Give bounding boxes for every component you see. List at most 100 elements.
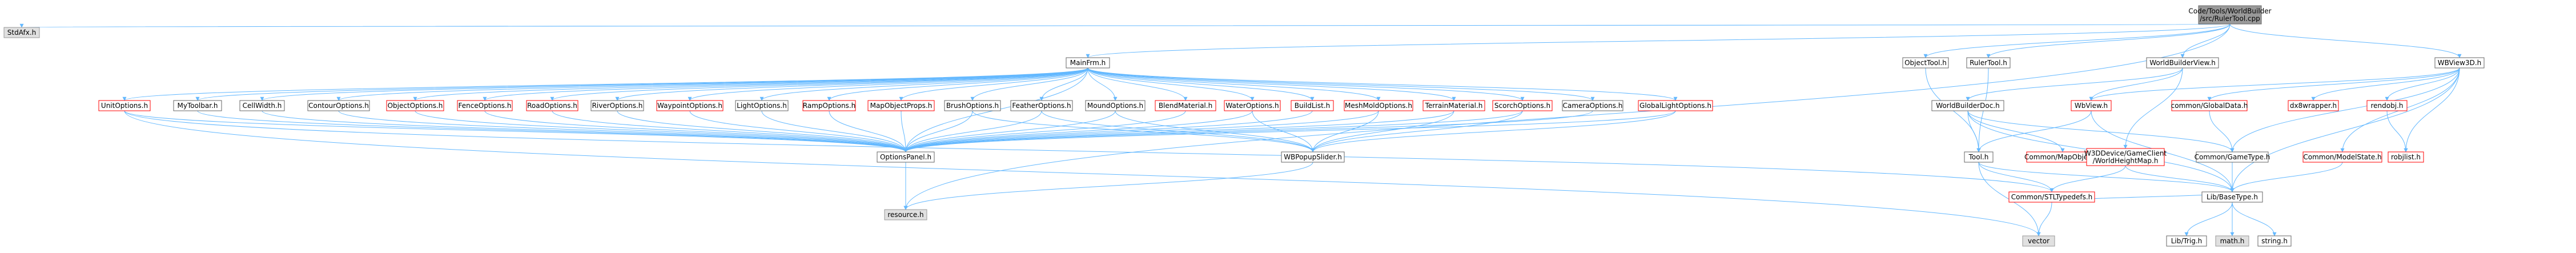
- node-libtrig[interactable]: Lib/Trig.h: [2166, 235, 2207, 247]
- include-edge-terrainmaterial-to-wbpopupslider: [1311, 110, 1454, 152]
- node-unitoptions[interactable]: UnitOptions.h: [98, 100, 151, 111]
- node-globallightoptions[interactable]: GlobalLightOptions.h: [1638, 100, 1713, 111]
- node-cameraoptions[interactable]: CameraOptions.h: [1562, 100, 1623, 111]
- node-label-root: Code/Tools/WorldBuilder/src/RulerTool.cp…: [2188, 7, 2271, 23]
- include-edge-mainfrm-to-globallightoptions: [1087, 67, 1678, 101]
- include-edge-roadoptions-to-optionspanel: [552, 110, 908, 152]
- node-label-worldbuilderview: WorldBuilderView.h: [2149, 59, 2216, 67]
- node-box-objectoptions: [386, 100, 444, 111]
- node-vector[interactable]: vector: [2022, 235, 2055, 247]
- node-box-blendmaterial: [1155, 100, 1216, 111]
- node-mainfrm[interactable]: MainFrm.h: [1066, 57, 1110, 69]
- node-box-unitoptions: [98, 100, 151, 111]
- include-edge-fenceoptions-to-optionspanel: [484, 110, 908, 152]
- node-stltypedefs[interactable]: Common/STLTypedefs.h: [2008, 191, 2095, 203]
- node-wbview3d[interactable]: WBView3D.h: [2434, 57, 2485, 69]
- include-edge-wateroptions-to-optionspanel: [903, 110, 1253, 152]
- include-edge-riveroptions-to-optionspanel: [617, 110, 908, 152]
- include-edge-stltypedefs-to-vector: [2036, 202, 2052, 236]
- include-edge-mainfrm-to-terrainmaterial: [1087, 67, 1456, 101]
- node-riveroptions[interactable]: RiverOptions.h: [590, 100, 644, 111]
- node-worldbuilderdoc[interactable]: WorldBuilderDoc.h: [1931, 100, 2004, 111]
- node-mytoolbar[interactable]: MyToolbar.h: [173, 100, 222, 111]
- node-box-wbview: [2071, 100, 2112, 111]
- include-edge-mainfrm-to-mapobjectprops: [899, 67, 1088, 101]
- node-commonglobaldata[interactable]: common/GlobalData.h: [2171, 100, 2248, 111]
- node-commongametype[interactable]: Common/GameType.h: [2195, 151, 2270, 163]
- node-label-rampoptions: RampOptions.h: [803, 102, 855, 110]
- node-box-wbview3d: [2434, 57, 2485, 69]
- node-stdafx[interactable]: StdAfx.h: [3, 27, 40, 38]
- node-rendobj[interactable]: rendobj.h: [2366, 100, 2408, 111]
- include-edge-moundoptions-to-optionspanel: [903, 110, 1116, 152]
- node-box-libbasetype: [2201, 191, 2263, 203]
- node-contouroptions[interactable]: ContourOptions.h: [307, 100, 370, 111]
- node-wbpopupslider[interactable]: WBPopupSlider.h: [1281, 151, 1345, 163]
- node-box-riveroptions: [590, 100, 644, 111]
- node-fenceoptions[interactable]: FenceOptions.h: [457, 100, 513, 111]
- node-meshmoldoptions[interactable]: MeshMoldOptions.h: [1344, 100, 1413, 111]
- include-edge-wbview3d-to-wbview: [2089, 67, 2460, 101]
- node-label-mainfrm: MainFrm.h: [1070, 59, 1106, 67]
- node-wbview[interactable]: WbView.h: [2071, 100, 2112, 111]
- node-box-cellwidth: [239, 100, 285, 111]
- node-mapobjectprops[interactable]: MapObjectProps.h: [867, 100, 935, 111]
- node-label-robjlist: robjlist.h: [2391, 153, 2421, 161]
- node-box-terrainmaterial: [1422, 100, 1485, 111]
- node-blendmaterial[interactable]: BlendMaterial.h: [1155, 100, 1216, 111]
- node-scorchoptions[interactable]: ScorchOptions.h: [1492, 100, 1553, 111]
- node-commonmodelstate[interactable]: Common/ModelState.h: [2302, 151, 2382, 163]
- node-root: Code/Tools/WorldBuilder/src/RulerTool.cp…: [2188, 5, 2272, 25]
- include-edge-wbview3d-to-robjlist: [2404, 67, 2460, 152]
- node-w3ddevice[interactable]: W3DDevice/GameClient/WorldHeightMap.h: [2084, 148, 2167, 166]
- node-featheroptions[interactable]: FeatherOptions.h: [1010, 100, 1073, 111]
- node-label-string: string.h: [2261, 237, 2288, 245]
- node-terrainmaterial[interactable]: TerrainMaterial.h: [1422, 100, 1485, 111]
- node-robjlist[interactable]: robjlist.h: [2388, 151, 2424, 163]
- node-cellwidth[interactable]: CellWidth.h: [239, 100, 285, 111]
- include-edge-wbview3d-to-libbasetype: [2230, 67, 2460, 192]
- node-brushoptions[interactable]: BrushOptions.h: [944, 100, 1001, 111]
- include-edge-worldbuilderdoc-to-tool: [1967, 110, 1981, 152]
- include-edge-mainfrm-to-cameraoptions: [1087, 67, 1595, 101]
- include-edge-mainfrm-to-meshmoldoptions: [1087, 67, 1381, 101]
- node-optionspanel[interactable]: OptionsPanel.h: [877, 151, 935, 163]
- include-edge-root-to-objecttool: [1923, 23, 2231, 58]
- node-label-wbview: WbView.h: [2075, 102, 2108, 110]
- node-tool[interactable]: Tool.h: [1964, 151, 1994, 163]
- node-math[interactable]: math.h: [2215, 235, 2249, 247]
- include-edge-unitoptions-to-optionspanel: [124, 110, 908, 152]
- node-roadoptions[interactable]: RoadOptions.h: [526, 100, 578, 111]
- include-edge-buildlist-to-optionspanel: [903, 110, 1313, 152]
- node-label-w3ddevice: W3DDevice/GameClient/WorldHeightMap.h: [2084, 150, 2167, 165]
- node-resource[interactable]: resource.h: [884, 209, 927, 220]
- include-edge-mapobjectprops-to-optionspanel: [901, 110, 908, 152]
- node-label-objectoptions: ObjectOptions.h: [388, 102, 443, 110]
- node-label-buildlist: BuildList.h: [1295, 102, 1331, 110]
- node-string[interactable]: string.h: [2257, 235, 2292, 247]
- node-label-line: W3DDevice/GameClient: [2084, 150, 2167, 158]
- node-label-wateroptions: WaterOptions.h: [1225, 102, 1279, 110]
- node-worldbuilderview[interactable]: WorldBuilderView.h: [2146, 57, 2219, 69]
- node-label-objecttool: ObjectTool.h: [1904, 59, 1947, 67]
- include-edge-unitoptions-to-vector: [124, 110, 2041, 236]
- node-objecttool[interactable]: ObjectTool.h: [1902, 57, 1949, 69]
- node-buildlist[interactable]: BuildList.h: [1291, 100, 1334, 111]
- node-waypointoptions[interactable]: WaypointOptions.h: [656, 100, 724, 111]
- node-box-moundoptions: [1085, 100, 1146, 111]
- node-wateroptions[interactable]: WaterOptions.h: [1224, 100, 1281, 111]
- node-objectoptions[interactable]: ObjectOptions.h: [386, 100, 444, 111]
- include-edge-mytoolbar-to-optionspanel: [197, 110, 908, 152]
- node-dx8wrapper[interactable]: dx8wrapper.h: [2288, 100, 2339, 111]
- include-edge-root-to-mainfrm: [1086, 23, 2231, 58]
- node-box-stdafx: [3, 27, 40, 38]
- node-rampoptions[interactable]: RampOptions.h: [802, 100, 856, 111]
- node-lightoptions[interactable]: LightOptions.h: [735, 100, 789, 111]
- include-edge-w3ddevice-to-stltypedefs: [2049, 165, 2126, 192]
- include-edge-worldbuilderdoc-to-mapobject: [1967, 110, 2065, 152]
- node-libbasetype[interactable]: Lib/BaseType.h: [2201, 191, 2263, 203]
- node-label-commonglobaldata: common/GlobalData.h: [2171, 102, 2248, 110]
- include-edge-blendmaterial-to-optionspanel: [903, 110, 1186, 152]
- node-rulertool[interactable]: RulerTool.h: [1966, 57, 2011, 69]
- node-moundoptions[interactable]: MoundOptions.h: [1085, 100, 1146, 111]
